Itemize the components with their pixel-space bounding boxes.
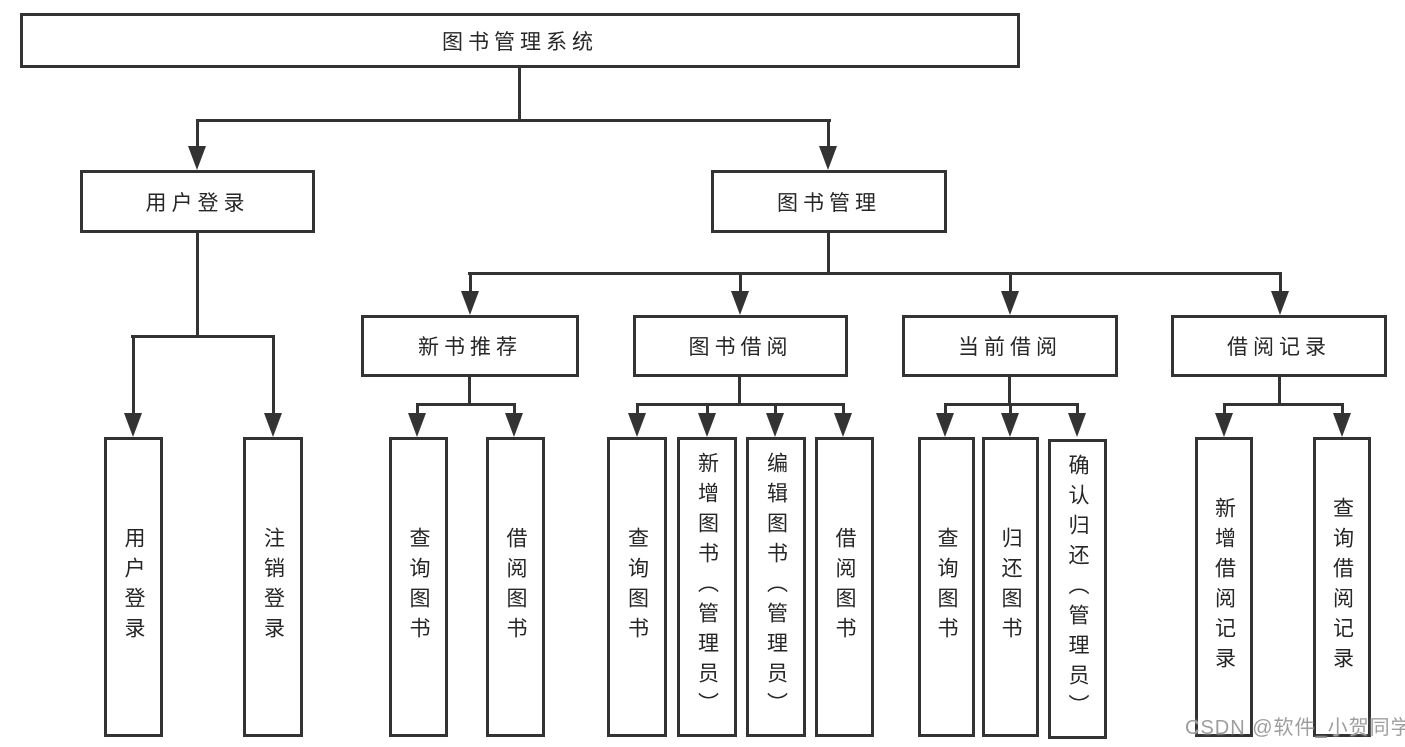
node-root-label: 图书管理系统	[442, 30, 598, 54]
leaf-user-login-label: 用户登录	[122, 527, 145, 647]
connector-vline	[1009, 403, 1012, 417]
arrow-down-icon	[408, 413, 426, 437]
connector-vline	[1223, 403, 1226, 417]
connector-hline	[1223, 403, 1344, 406]
arrow-down-icon	[698, 413, 716, 437]
node-current-borrowing: 当前借阅	[902, 315, 1118, 377]
connector-hline	[468, 272, 1282, 275]
node-current-borrowing-label: 当前借阅	[958, 336, 1062, 359]
arrow-down-icon	[834, 413, 852, 437]
leaf-borrow-query-books: 查询图书	[607, 437, 667, 737]
arrow-down-icon	[1333, 413, 1351, 437]
arrow-down-icon	[819, 146, 837, 170]
leaf-return-books: 归还图书	[982, 437, 1039, 737]
arrow-down-icon	[766, 413, 784, 437]
leaf-add-books-admin-label: 新增图书（管理员）	[695, 452, 719, 722]
connector-hline	[416, 403, 516, 406]
connector-vline	[1279, 272, 1282, 293]
leaf-borrow-query-books-label: 查询图书	[625, 527, 649, 647]
connector-vline	[416, 403, 419, 417]
connector-vline	[468, 377, 471, 406]
node-borrowing-records-label: 借阅记录	[1227, 336, 1331, 359]
connector-hline	[131, 335, 275, 338]
connector-vline	[469, 272, 472, 293]
node-borrowing-records: 借阅记录	[1171, 315, 1387, 377]
connector-vline	[738, 377, 741, 406]
leaf-logout-label: 注销登录	[261, 527, 285, 647]
node-new-book-recommend-label: 新书推荐	[418, 336, 522, 359]
connector-vline	[636, 403, 639, 417]
connector-vline	[1278, 377, 1281, 406]
connector-vline	[739, 272, 742, 293]
connector-vline	[518, 68, 521, 121]
leaf-add-borrow-record: 新增借阅记录	[1195, 437, 1253, 737]
connector-hline	[636, 403, 845, 406]
connector-vline	[272, 335, 275, 419]
leaf-confirm-return-admin-label: 确认归还（管理员）	[1066, 454, 1089, 724]
connector-vline	[196, 119, 199, 153]
connector-vline	[944, 403, 947, 417]
arrow-down-icon	[1001, 291, 1019, 315]
arrow-down-icon	[936, 413, 954, 437]
node-root: 图书管理系统	[20, 13, 1020, 68]
node-book-borrowing: 图书借阅	[633, 315, 848, 377]
leaf-borrow-books-label: 借阅图书	[833, 527, 856, 647]
watermark: CSDN @软件_小贺同学	[1185, 717, 1405, 739]
leaf-recommend-query-books-label: 查询图书	[407, 527, 430, 647]
arrow-down-icon	[461, 291, 479, 315]
leaf-query-borrow-record-label: 查询借阅记录	[1330, 497, 1354, 677]
leaf-current-query-books-label: 查询图书	[935, 527, 958, 647]
leaf-query-borrow-record: 查询借阅记录	[1313, 437, 1371, 737]
node-new-book-recommend: 新书推荐	[361, 315, 579, 377]
arrow-down-icon	[628, 413, 646, 437]
leaf-confirm-return-admin: 确认归还（管理员）	[1048, 439, 1107, 739]
connector-vline	[513, 403, 516, 417]
connector-vline	[842, 403, 845, 417]
node-book-management-label: 图书管理	[777, 191, 881, 215]
arrow-down-icon	[505, 413, 523, 437]
arrow-down-icon	[731, 291, 749, 315]
leaf-return-books-label: 归还图书	[999, 527, 1022, 647]
arrow-down-icon	[1001, 413, 1019, 437]
connector-vline	[1008, 377, 1011, 406]
node-book-borrowing-label: 图书借阅	[688, 336, 793, 359]
arrow-down-icon	[1215, 413, 1233, 437]
node-user-login: 用户登录	[80, 170, 315, 233]
leaf-current-query-books: 查询图书	[918, 437, 975, 737]
leaf-edit-books-admin-label: 编辑图书（管理员）	[764, 452, 788, 722]
connector-vline	[132, 335, 135, 419]
leaf-add-borrow-record-label: 新增借阅记录	[1212, 497, 1236, 677]
leaf-recommend-borrow-books: 借阅图书	[486, 437, 545, 737]
leaf-edit-books-admin: 编辑图书（管理员）	[746, 437, 806, 737]
connector-vline	[1341, 403, 1344, 417]
connector-vline	[1076, 403, 1079, 417]
arrow-down-icon	[188, 146, 206, 170]
leaf-logout: 注销登录	[243, 437, 303, 737]
leaf-add-books-admin: 新增图书（管理员）	[677, 437, 737, 737]
connector-hline	[196, 119, 831, 122]
leaf-recommend-query-books: 查询图书	[389, 437, 448, 737]
arrow-down-icon	[1271, 291, 1289, 315]
node-book-management: 图书管理	[711, 170, 947, 233]
node-user-login-label: 用户登录	[145, 191, 250, 215]
leaf-recommend-borrow-books-label: 借阅图书	[504, 527, 527, 647]
arrow-down-icon	[124, 413, 142, 437]
connector-vline	[827, 119, 830, 153]
connector-vline	[774, 403, 777, 417]
leaf-user-login: 用户登录	[104, 437, 163, 737]
connector-vline	[827, 233, 830, 275]
connector-vline	[706, 403, 709, 417]
arrow-down-icon	[264, 413, 282, 437]
connector-vline	[196, 233, 199, 338]
connector-vline	[1009, 272, 1012, 293]
leaf-borrow-books: 借阅图书	[815, 437, 874, 737]
arrow-down-icon	[1068, 413, 1086, 437]
